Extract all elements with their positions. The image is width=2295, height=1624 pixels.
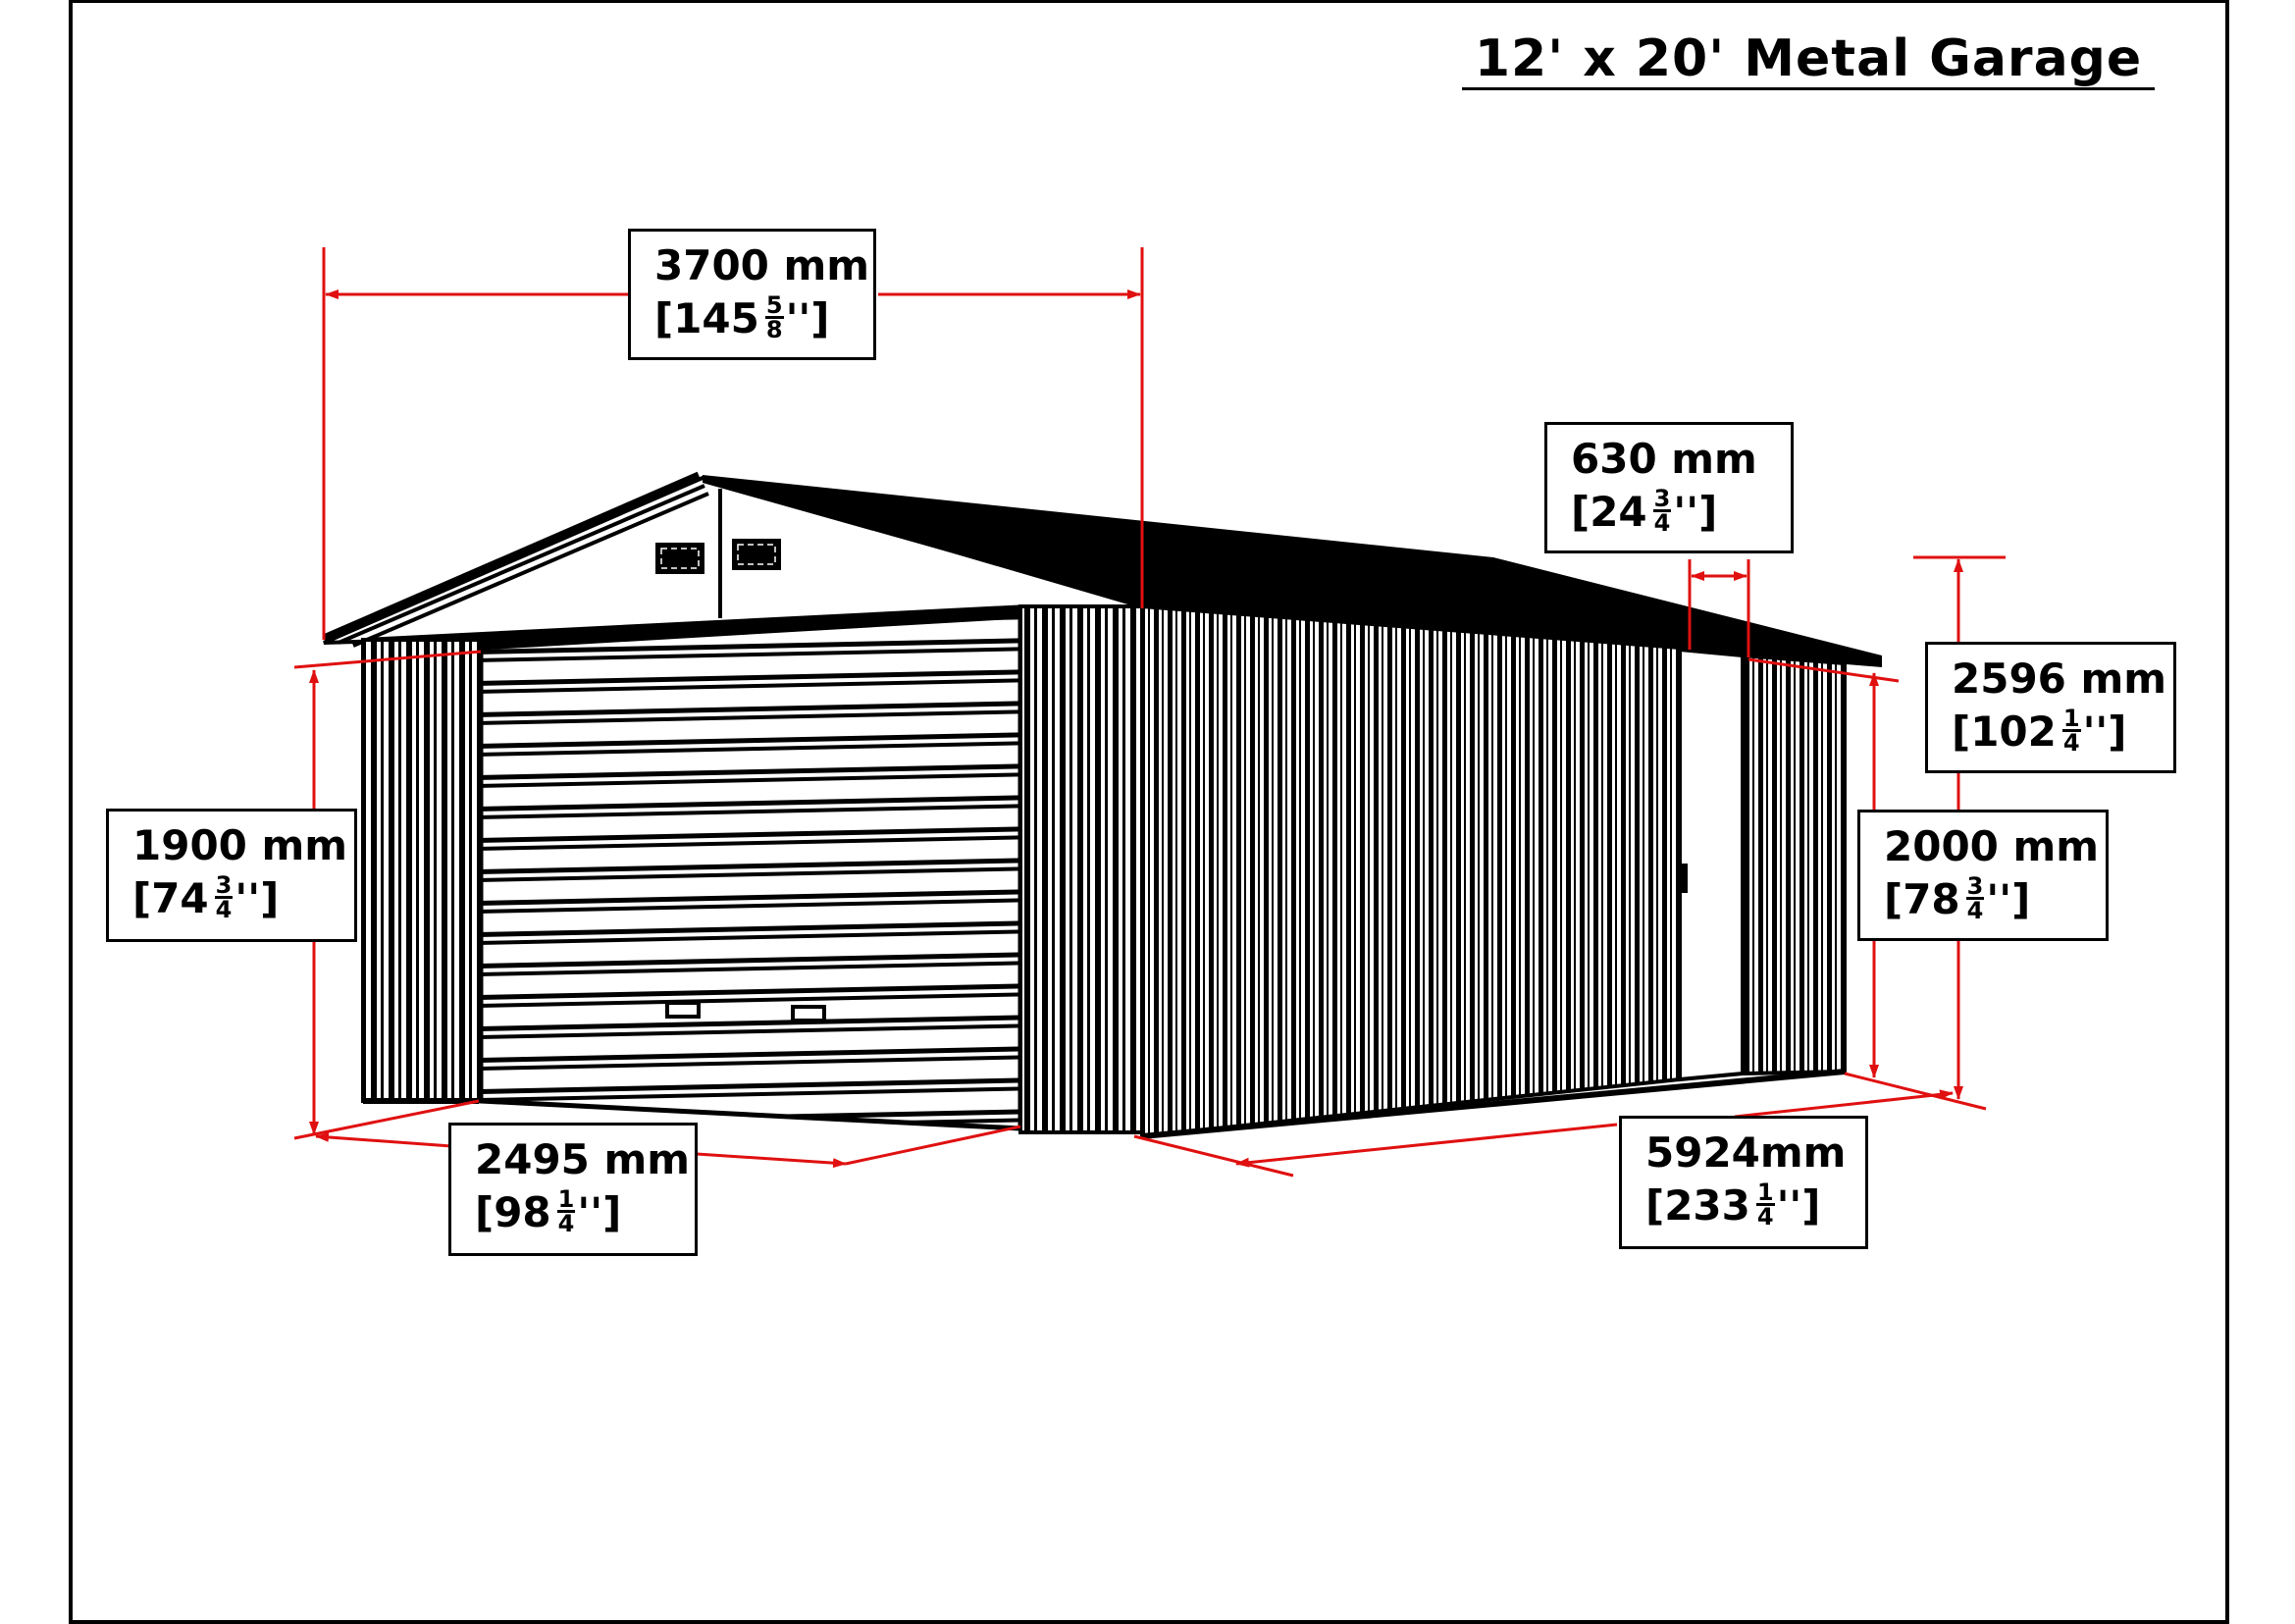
gable-vent-right <box>732 539 781 570</box>
garage-body <box>322 471 1883 1139</box>
dim-roof-width-mm: 3700 mm <box>654 241 870 289</box>
dim-length-mm: 5924mm <box>1645 1128 1847 1177</box>
side-door <box>1678 647 1745 1082</box>
door-handle-left <box>665 1001 701 1019</box>
drawing-frame <box>69 0 2229 1624</box>
dimension-lines <box>293 247 2006 1178</box>
door-handle-right <box>791 1005 826 1022</box>
roof-side <box>703 475 1882 667</box>
gable-vent-left <box>655 543 704 574</box>
drawing-title: 12' x 20' Metal Garage <box>1474 29 2143 88</box>
dim-side-wall-height-mm: 2000 mm <box>1884 822 2100 870</box>
dim-eave-overhang-mm: 630 mm <box>1571 435 1757 483</box>
front-left-pillar <box>361 638 481 1103</box>
dim-door-height-mm: 1900 mm <box>132 821 348 869</box>
dim-peak-height-mm: 2596 mm <box>1952 655 2167 703</box>
front-right-pillar <box>1018 604 1144 1134</box>
side-wall-rear <box>1741 653 1847 1076</box>
roll-up-door <box>478 613 1023 1131</box>
side-door-handle <box>1682 864 1688 893</box>
side-wall <box>1140 603 1682 1139</box>
title-underline <box>1462 87 2155 90</box>
dim-door-width-mm: 2495 mm <box>475 1135 691 1183</box>
